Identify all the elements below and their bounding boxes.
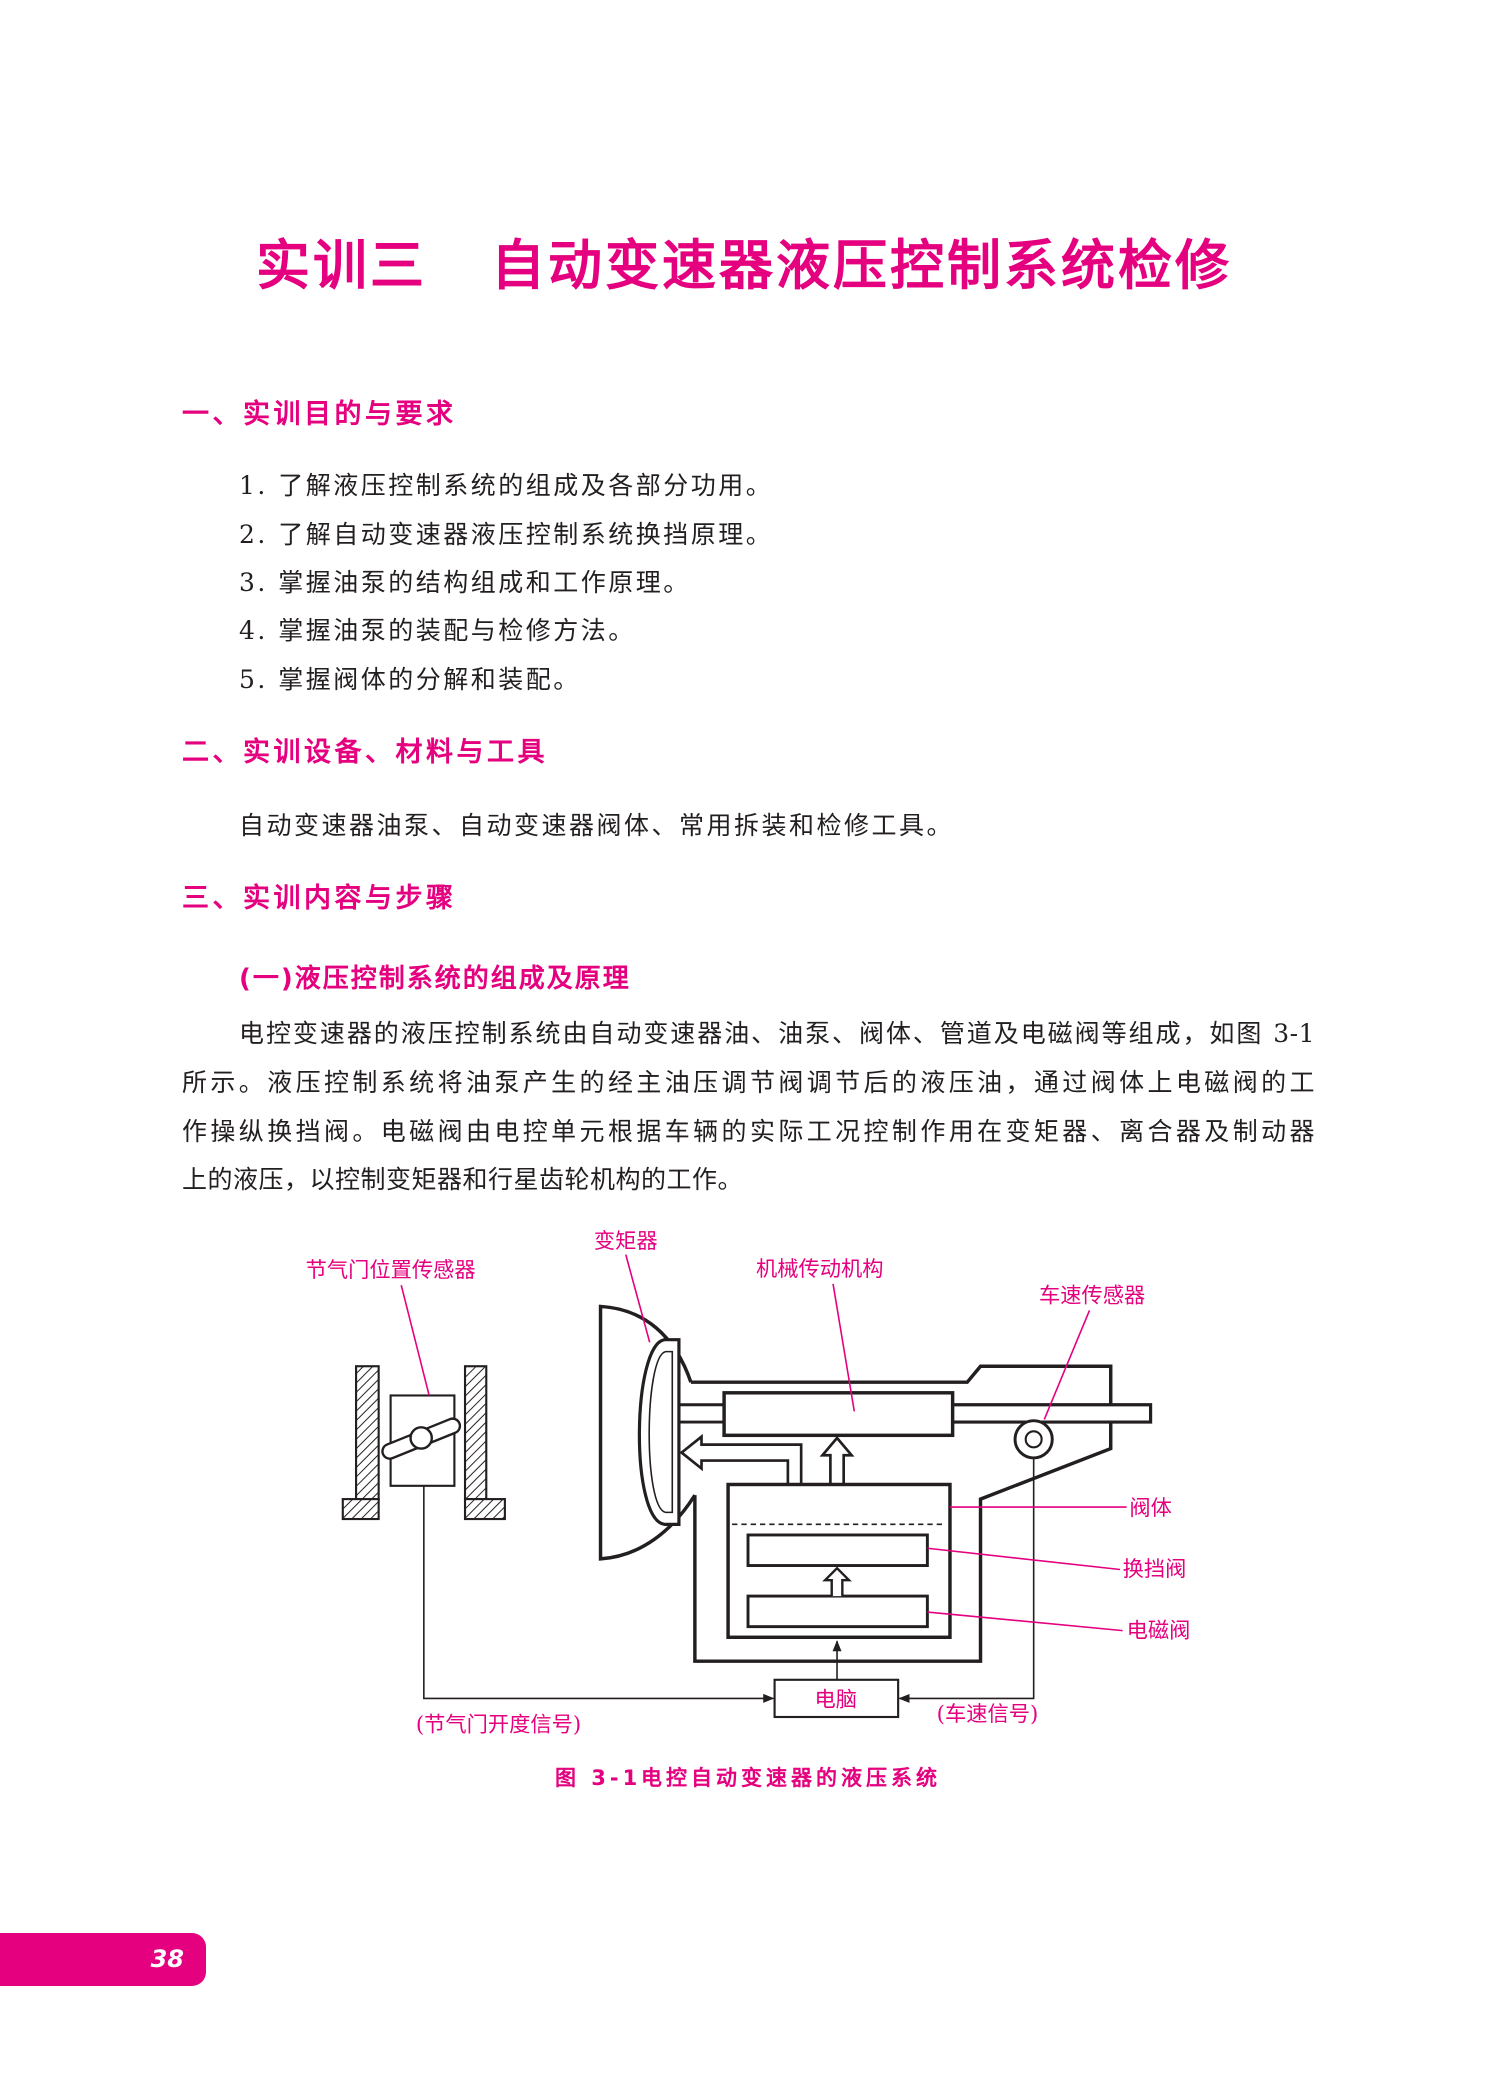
list-item: 1. 了解液压控制系统的组成及各部分功用。 <box>239 471 774 500</box>
paragraph-line: 上的液压，以控制变矩器和行星齿轮机构的工作。 <box>182 1165 744 1194</box>
section-heading-content: 三、实训内容与步骤 <box>182 883 457 914</box>
section-heading-equipment: 二、实训设备、材料与工具 <box>182 737 548 768</box>
throttle-shaft <box>409 1426 433 1450</box>
label-torque-converter: 变矩器 <box>594 1229 658 1254</box>
label-valve-body: 阀体 <box>1129 1496 1172 1521</box>
paragraph-line: 所示。液压控制系统将油泵产生的经主油压调节阀调节后的液压油，通过阀体上电磁阀的工 <box>182 1068 1315 1097</box>
list-item: 4. 掌握油泵的装配与检修方法。 <box>239 616 636 645</box>
shift-valve <box>746 1533 929 1567</box>
chapter-label: 实训三 <box>256 234 427 297</box>
subsection-heading: (一)液压控制系统的组成及原理 <box>239 964 631 994</box>
computer-box <box>773 1678 900 1719</box>
figure-caption-number: 图 3-1 <box>555 1766 642 1790</box>
speed-sensor-inner <box>1024 1430 1043 1449</box>
list-item: 3. 掌握油泵的结构组成和工作原理。 <box>239 568 691 597</box>
transmission-housing <box>690 1364 1113 1663</box>
throttle-body-left-wall <box>355 1365 380 1501</box>
label-speed-sensor: 车速传感器 <box>1039 1283 1145 1308</box>
throttle-signal-line <box>423 1485 775 1703</box>
section-heading-objectives: 一、实训目的与要求 <box>182 399 457 430</box>
equipment-text: 自动变速器油泵、自动变速器阀体、常用拆装和检修工具。 <box>239 811 955 840</box>
leader-torque-converter <box>625 1254 651 1343</box>
solenoid-to-shift-arrow <box>822 1566 852 1597</box>
leader-solenoid-valve <box>927 1611 1123 1632</box>
page-number: 38 <box>150 1945 184 1973</box>
throttle-body-right-wall <box>463 1365 488 1501</box>
list-item: 5. 掌握阀体的分解和装配。 <box>239 665 581 694</box>
page-title: 自动变速器液压控制系统检修 <box>491 234 1232 297</box>
output-shaft <box>952 1403 1153 1424</box>
throttle-body-left-flange <box>341 1498 380 1521</box>
label-mechanical-transmission: 机械传动机构 <box>756 1257 884 1282</box>
speed-signal-line <box>898 1457 1035 1703</box>
oil-flow-arrow-to-transmission <box>819 1435 855 1485</box>
oil-flow-arrow-to-converter <box>679 1433 803 1485</box>
leader-lines <box>400 1254 1127 1632</box>
mechanical-transmission-block <box>722 1391 955 1438</box>
page-number-tab: 38 <box>0 1933 206 1986</box>
throttle-position-sensor <box>341 1365 506 1521</box>
paragraph-line: 作操纵换挡阀。电磁阀由电控单元根据车辆的实际工况控制作用在变矩器、离合器及制动器 <box>182 1117 1315 1146</box>
label-computer: 电脑 <box>814 1687 857 1712</box>
control-unit <box>423 1457 1035 1719</box>
label-shift-valve: 换挡阀 <box>1123 1557 1187 1582</box>
label-solenoid-valve: 电磁阀 <box>1127 1618 1191 1643</box>
throttle-body-right-flange <box>463 1498 506 1521</box>
label-throttle-sensor: 节气门位置传感器 <box>306 1258 476 1283</box>
automatic-transmission <box>598 1304 1153 1663</box>
leader-shift-valve <box>927 1547 1121 1571</box>
torque-converter-inner <box>648 1350 674 1514</box>
solenoid-valve <box>746 1594 929 1629</box>
torque-converter <box>637 1338 681 1526</box>
leader-mechanical-transmission <box>832 1283 856 1412</box>
leader-speed-sensor <box>1043 1310 1091 1420</box>
leader-throttle-sensor <box>400 1284 430 1396</box>
paragraph-line: 电控变速器的液压控制系统由自动变速器油、油泵、阀体、管道及电磁阀等组成，如图 3… <box>239 1019 1315 1048</box>
hydraulic-system-diagram: 节气门位置传感器 变矩器 机械传动机构 车速传感器 阀体 换挡阀 电磁阀 电脑 … <box>306 1229 1191 1738</box>
label-speed-signal: (车速信号) <box>937 1702 1039 1727</box>
label-throttle-signal: (节气门开度信号) <box>416 1713 581 1738</box>
input-shaft <box>678 1403 725 1424</box>
figure-caption-text: 电控自动变速器的液压系统 <box>641 1766 941 1790</box>
list-item: 2. 了解自动变速器液压控制系统换挡原理。 <box>239 520 774 549</box>
